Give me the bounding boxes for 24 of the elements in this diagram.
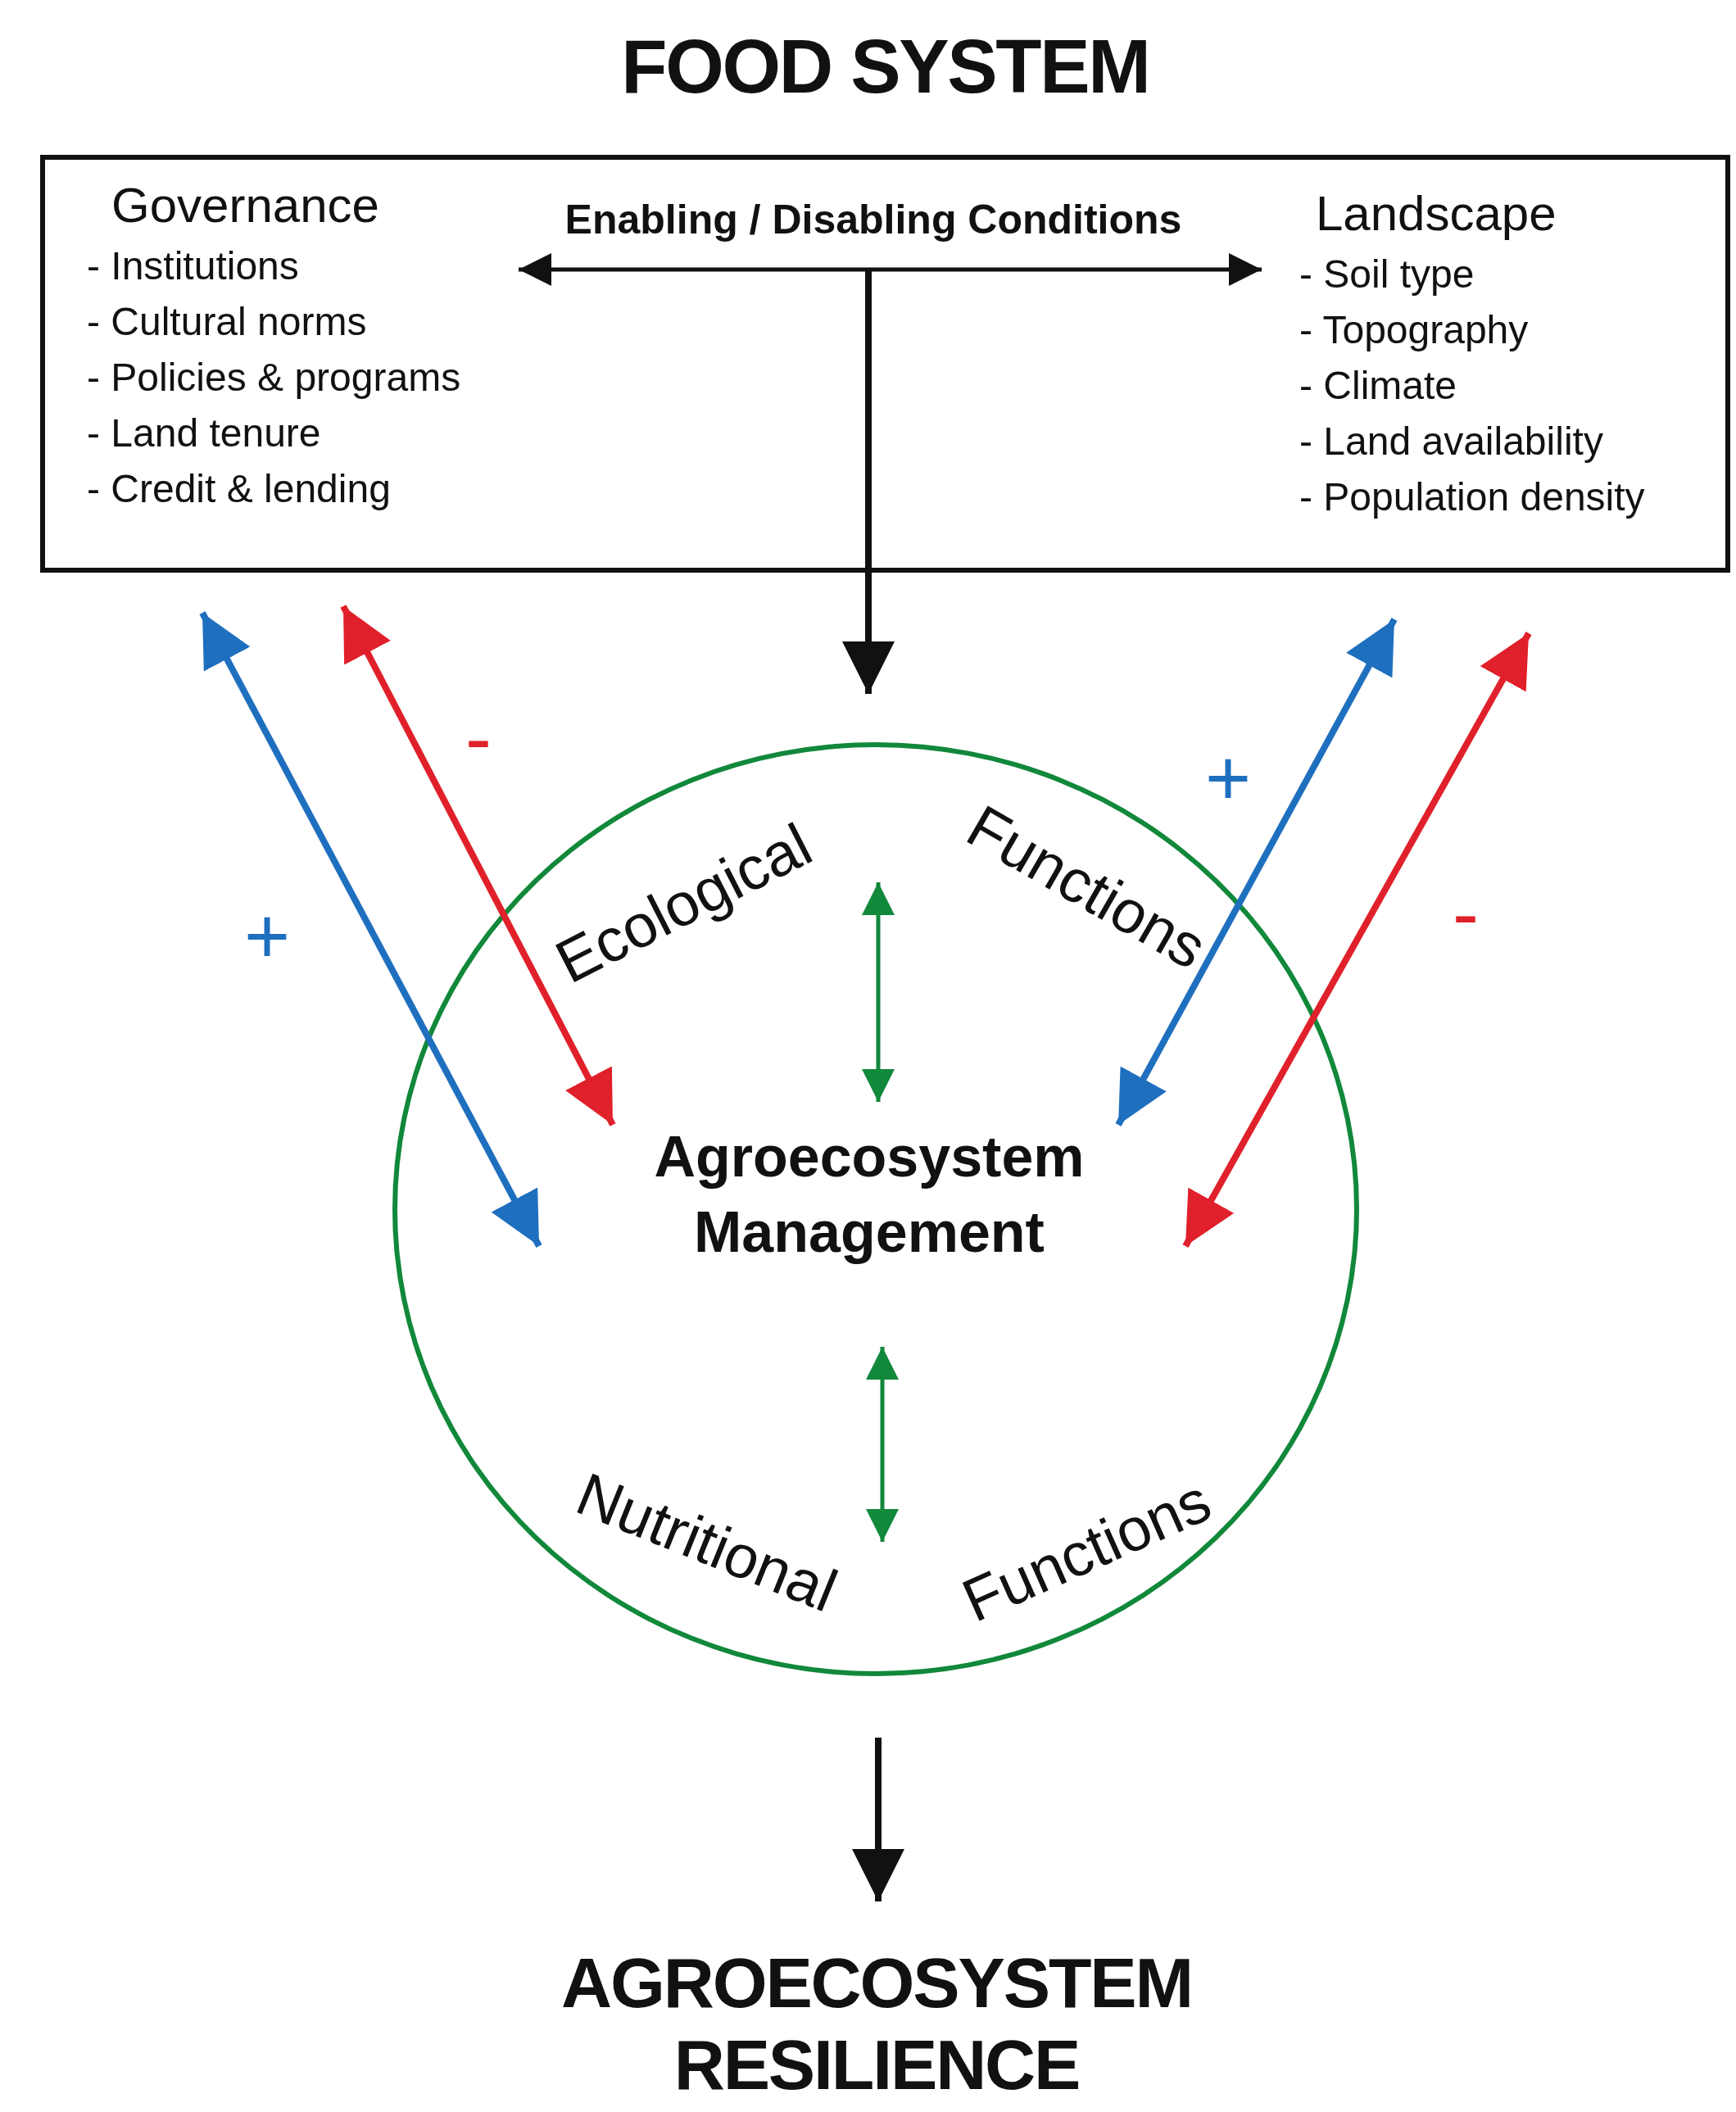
arrow [1115,618,1398,1126]
factor-heading: Landscape [1315,185,1557,242]
factor-item: - Land tenure [87,410,322,456]
factor-item: - Land availability [1299,419,1604,465]
food-system-heading: FOOD SYSTEM [620,29,1150,104]
arrow [1182,632,1532,1248]
factor-item: - Policies & programs [87,355,462,401]
outcome-label: AGROECOSYSTEM RESILIENCE [560,1942,1193,2105]
factor-item: - Population density [1299,474,1646,520]
arrow [866,1347,899,1542]
arrow [340,605,616,1126]
arrow [868,253,1262,286]
factor-item: - Institutions [87,243,300,289]
factor-heading: Governance [111,177,380,234]
factor-item: - Credit & lending [87,466,392,512]
factor-item: - Soil type [1299,252,1475,297]
center-label: Agroecosystem Management [653,1124,1086,1266]
arrow [199,611,542,1248]
factor-item: - Topography [1299,307,1530,353]
conditions-label: Enabling / Disabling Conditions [564,196,1183,244]
factor-item: - Cultural norms [87,299,368,345]
factor-item: - Climate [1299,363,1458,409]
arrow [519,253,868,286]
arrow [862,882,895,1102]
